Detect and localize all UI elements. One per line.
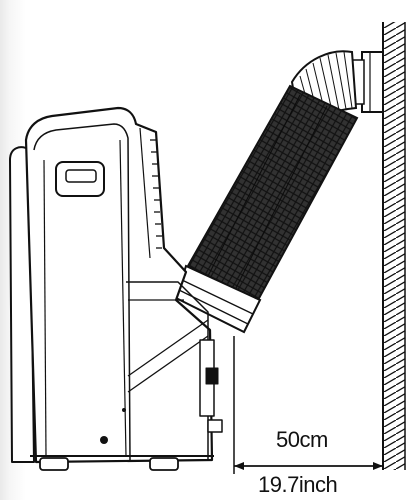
dimension-label-metric: 50cm <box>276 429 328 451</box>
wall <box>383 22 405 470</box>
dimension-arrow <box>234 336 383 474</box>
dimension-label-imperial: 19.7inch <box>258 474 337 496</box>
exhaust-hose <box>176 51 357 332</box>
